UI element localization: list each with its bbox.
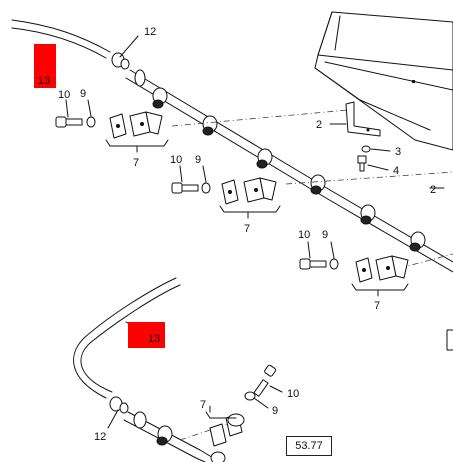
callout-9b: 9 (195, 154, 201, 166)
dashed-leaders (171, 109, 453, 269)
callout-12-bottom: 12 (94, 431, 106, 443)
clamp-7b (221, 177, 277, 205)
bolt-10b (171, 182, 199, 194)
reference-number-box: 53.77 (286, 436, 332, 456)
callout-7a: 7 (133, 157, 139, 169)
callout-10a: 10 (58, 89, 70, 101)
callout-7d: 7 (200, 399, 206, 411)
clamp-7d (209, 413, 245, 447)
clamp-7a (109, 111, 163, 139)
edge-fragment (446, 329, 453, 351)
callout-10b: 10 (170, 154, 182, 166)
callout-9a: 9 (80, 88, 86, 100)
hose-top (11, 19, 111, 59)
callout-10d: 10 (287, 388, 299, 400)
boom-pipe (125, 69, 453, 273)
clamp-7c (355, 255, 409, 283)
highlight-box-13-top (34, 44, 56, 88)
callout-9d: 9 (272, 405, 278, 417)
boom-pipe-bottom (123, 411, 226, 462)
callout-4: 4 (393, 165, 399, 177)
bolt-10a (55, 116, 83, 128)
callout-3: 3 (395, 146, 401, 158)
callout-13-top: 13 (38, 75, 50, 87)
washer-3 (361, 145, 371, 153)
tank-housing (314, 11, 453, 151)
washer-9d (244, 391, 256, 401)
washer-9b (201, 182, 211, 194)
callout-7c: 7 (374, 300, 380, 312)
washer-9a (86, 116, 96, 128)
callout-13-bottom: 13 (148, 333, 160, 345)
bracket-2a (345, 101, 381, 137)
callout-10c: 10 (298, 229, 310, 241)
bolt-4 (357, 155, 367, 172)
hose-clamp-top (111, 52, 130, 70)
callout-2b: 2 (430, 184, 436, 196)
hose-clamp-bottom (109, 396, 129, 414)
hose-bottom (73, 277, 181, 399)
highlight-box-13-bottom (128, 322, 165, 348)
washer-9c (329, 258, 339, 270)
callout-7b: 7 (244, 223, 250, 235)
callout-2a: 2 (316, 119, 322, 131)
bolt-10d (253, 364, 277, 397)
bolt-10c (299, 258, 327, 270)
callout-12-top: 12 (144, 26, 156, 38)
callout-9c: 9 (322, 229, 328, 241)
